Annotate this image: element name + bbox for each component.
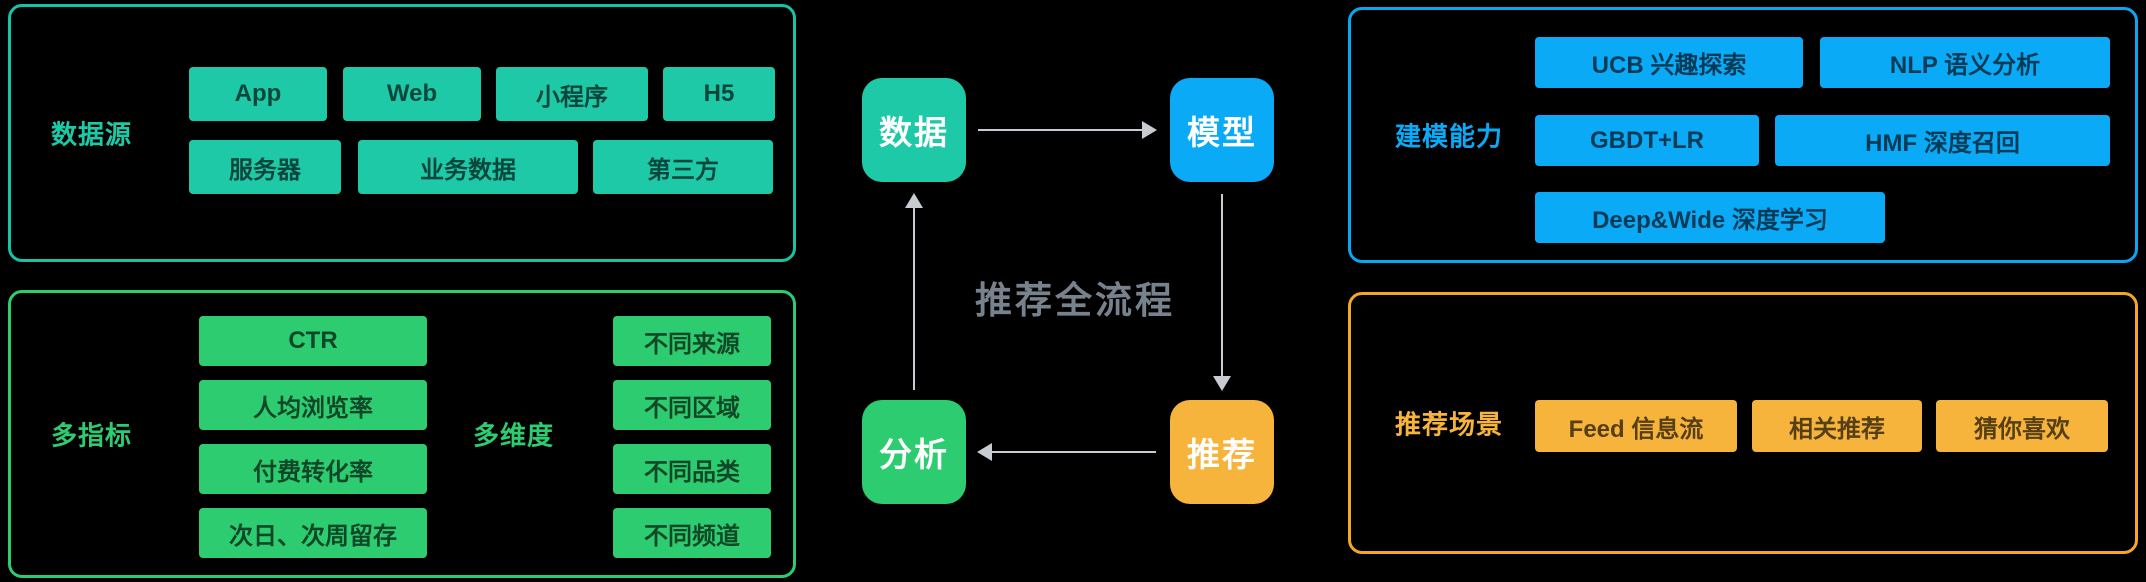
- scenario-chip-guess-you-like: 猜你喜欢: [1936, 400, 2108, 452]
- flow-node-analysis: 分析: [862, 400, 966, 504]
- arrow-data-to-model-head-icon: [1142, 121, 1157, 139]
- data-sources-label: 数据源: [51, 119, 133, 150]
- flow-title: 推荐全流程: [975, 280, 1175, 321]
- arrow-analysis-to-data-head-icon: [905, 193, 923, 208]
- scenarios-label: 推荐场景: [1395, 409, 1504, 440]
- data-source-chip-web: Web: [343, 67, 481, 121]
- modeling-chip-ucb: UCB 兴趣探索: [1535, 37, 1803, 88]
- data-source-chip-h5: H5: [663, 67, 775, 121]
- dimension-chip-source: 不同来源: [613, 316, 771, 366]
- modeling-panel: 建模能力 UCB 兴趣探索 NLP 语义分析 GBDT+LR HMF 深度召回 …: [1348, 7, 2138, 263]
- arrow-model-to-recommend-line: [1221, 194, 1223, 376]
- metric-chip-avg-views: 人均浏览率: [199, 380, 427, 430]
- data-source-chip-server: 服务器: [189, 140, 341, 194]
- metric-chip-retention: 次日、次周留存: [199, 508, 427, 558]
- arrow-analysis-to-data-line: [913, 208, 915, 390]
- data-source-chip-thirdparty: 第三方: [593, 140, 773, 194]
- arrow-recommend-to-analysis-line: [992, 451, 1156, 453]
- dimension-chip-region: 不同区域: [613, 380, 771, 430]
- arrow-model-to-recommend-head-icon: [1213, 376, 1231, 391]
- data-source-chip-app: App: [189, 67, 327, 121]
- scenarios-panel: 推荐场景 Feed 信息流 相关推荐 猜你喜欢: [1348, 292, 2138, 554]
- flow-node-data: 数据: [862, 78, 966, 182]
- modeling-chip-nlp: NLP 语义分析: [1820, 37, 2110, 88]
- modeling-chip-gbdt-lr: GBDT+LR: [1535, 115, 1759, 166]
- flow-node-recommend: 推荐: [1170, 400, 1274, 504]
- modeling-chip-hmf: HMF 深度召回: [1775, 115, 2110, 166]
- arrow-data-to-model-line: [978, 129, 1142, 131]
- modeling-chip-deep-wide: Deep&Wide 深度学习: [1535, 192, 1885, 243]
- data-sources-panel: 数据源 App Web 小程序 H5 服务器 业务数据 第三方: [8, 4, 796, 262]
- scenario-chip-related: 相关推荐: [1752, 400, 1922, 452]
- data-source-chip-miniprogram: 小程序: [496, 67, 648, 121]
- arrow-recommend-to-analysis-head-icon: [977, 443, 992, 461]
- modeling-label: 建模能力: [1395, 121, 1504, 152]
- data-source-chip-business-data: 业务数据: [358, 140, 578, 194]
- dimension-chip-channel: 不同频道: [613, 508, 771, 558]
- dimension-chip-category: 不同品类: [613, 444, 771, 494]
- metrics-label: 多指标: [51, 420, 133, 451]
- scenario-chip-feed: Feed 信息流: [1535, 400, 1737, 452]
- metrics-dimensions-panel: 多指标 CTR 人均浏览率 付费转化率 次日、次周留存 多维度 不同来源 不同区…: [8, 290, 796, 578]
- metric-chip-paid-conversion: 付费转化率: [199, 444, 427, 494]
- dimensions-label: 多维度: [473, 420, 555, 451]
- flow-node-model: 模型: [1170, 78, 1274, 182]
- metric-chip-ctr: CTR: [199, 316, 427, 366]
